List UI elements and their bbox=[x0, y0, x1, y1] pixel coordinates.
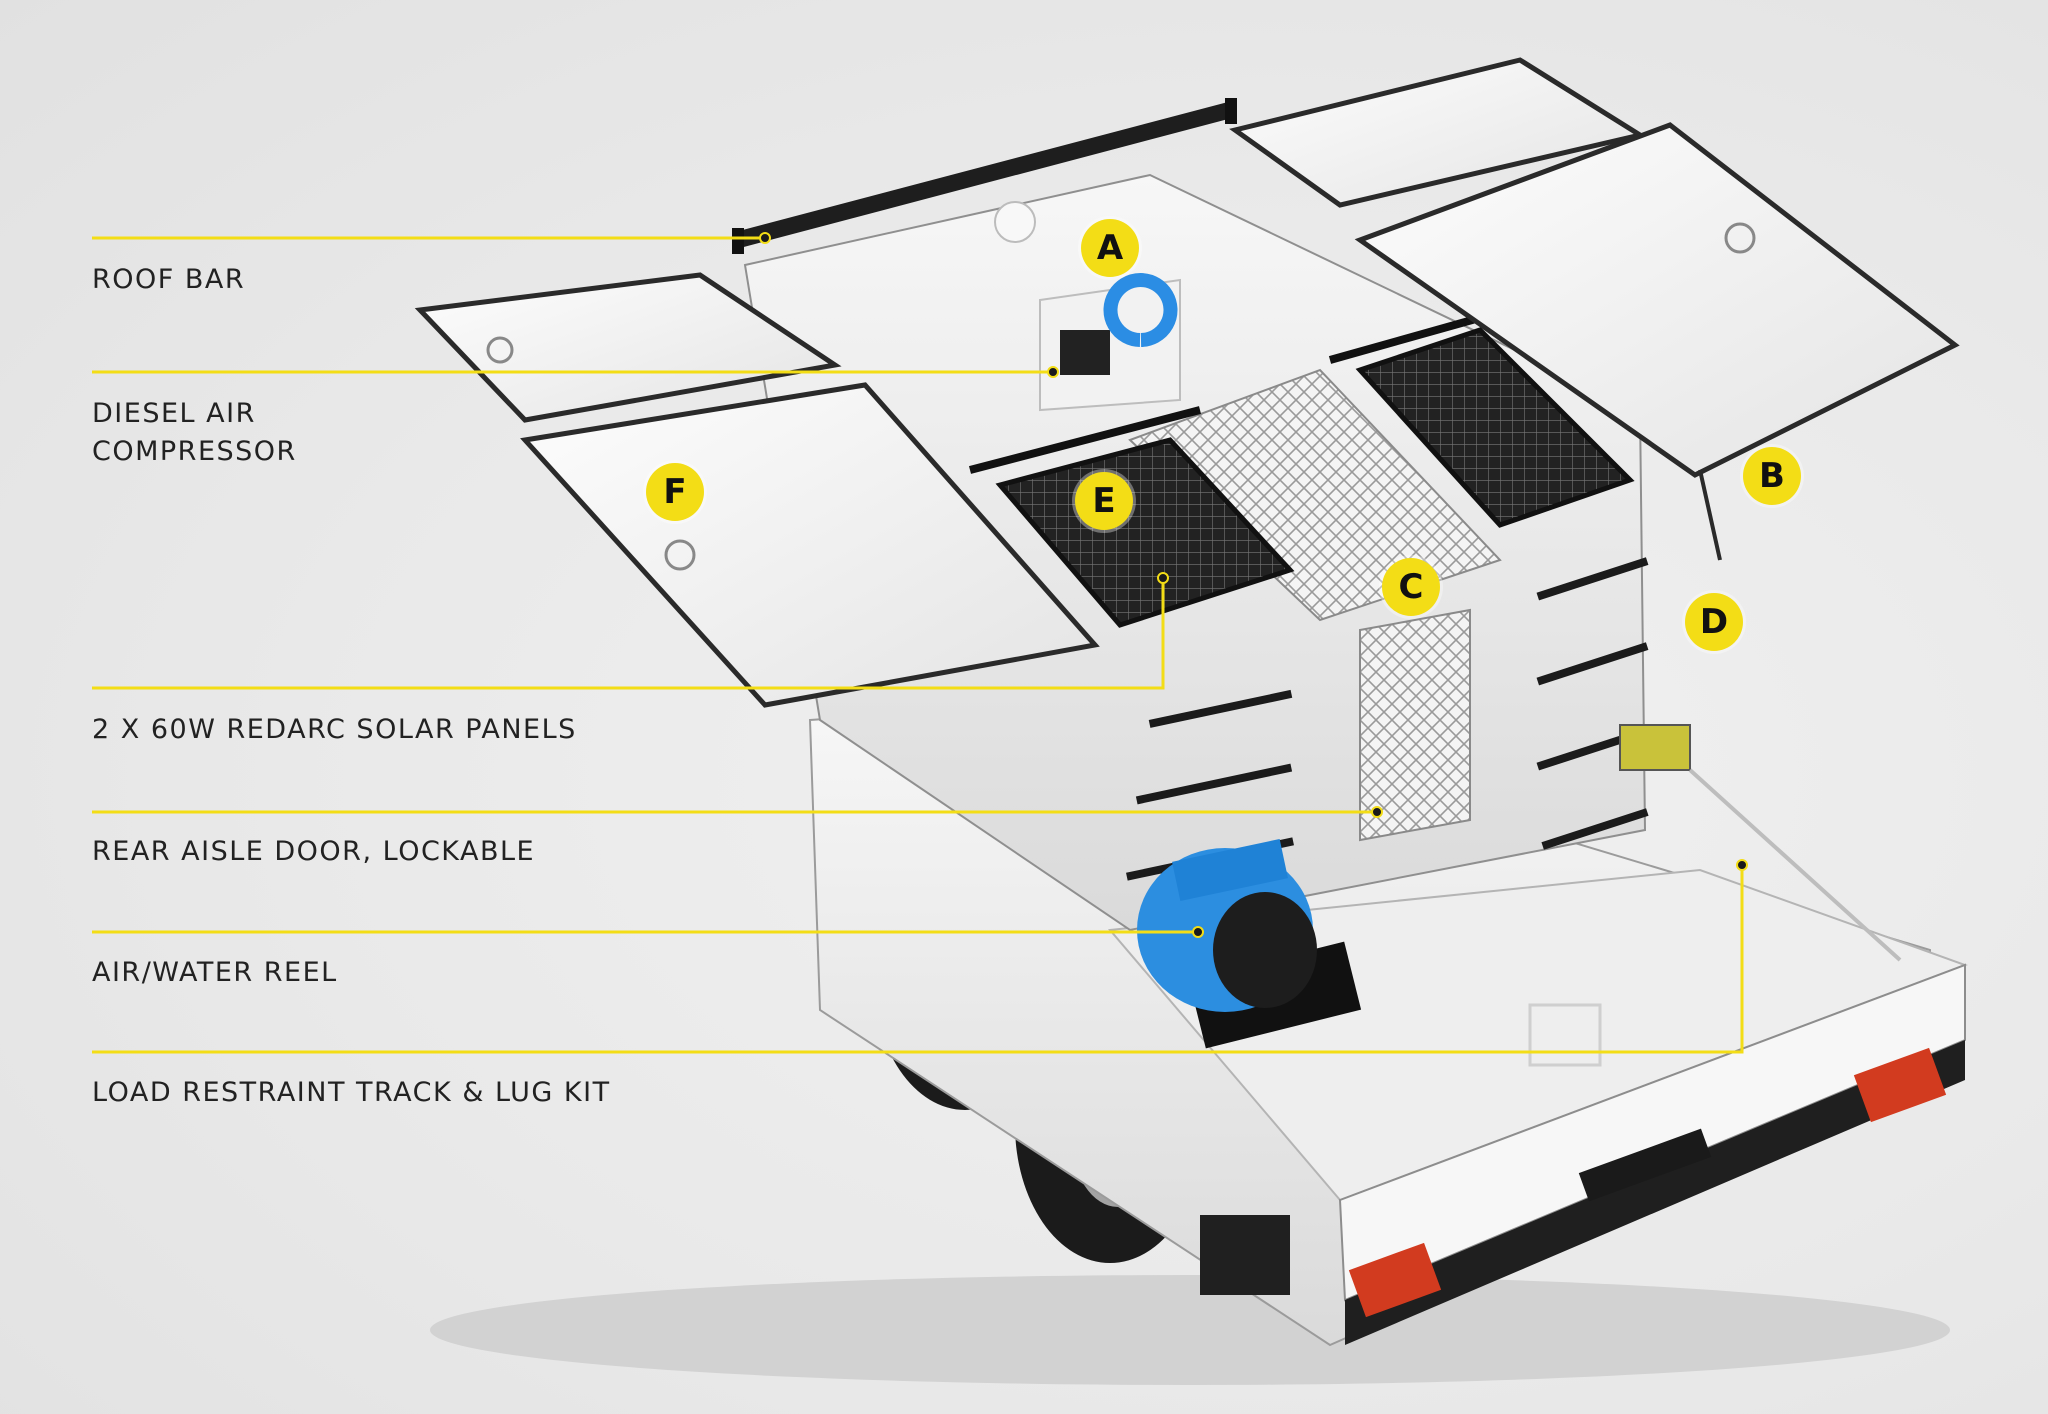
callout-rear-aisle-door: REAR AISLE DOOR, LOCKABLE bbox=[92, 836, 536, 867]
callout-roof-bar: ROOF BAR bbox=[92, 264, 246, 295]
leader-lines bbox=[92, 236, 1744, 1054]
leader-dots bbox=[759, 232, 1748, 938]
air-water-reel bbox=[1137, 839, 1362, 1049]
ground-shadow bbox=[430, 1275, 1950, 1385]
leader-line-load-restraint bbox=[92, 865, 1744, 1054]
marker-b: B bbox=[1743, 447, 1801, 505]
marker-d: D bbox=[1685, 593, 1743, 651]
roof-bar bbox=[732, 98, 1237, 254]
marker-e: E bbox=[1075, 472, 1133, 530]
marker-f: F bbox=[646, 463, 704, 521]
solar-panels bbox=[968, 311, 1635, 628]
callout-solar-panels: 2 X 60W REDARC SOLAR PANELS bbox=[92, 714, 577, 745]
callout-diesel-air-compressor: DIESEL AIR COMPRESSOR bbox=[92, 398, 297, 467]
callout-load-restraint: LOAD RESTRAINT TRACK & LUG KIT bbox=[92, 1077, 611, 1108]
marker-a: A bbox=[1081, 219, 1139, 277]
callout-air-water-reel: AIR/WATER REEL bbox=[92, 957, 338, 988]
leader-line-solar-panels bbox=[92, 578, 1165, 690]
marker-c: C bbox=[1382, 558, 1440, 616]
